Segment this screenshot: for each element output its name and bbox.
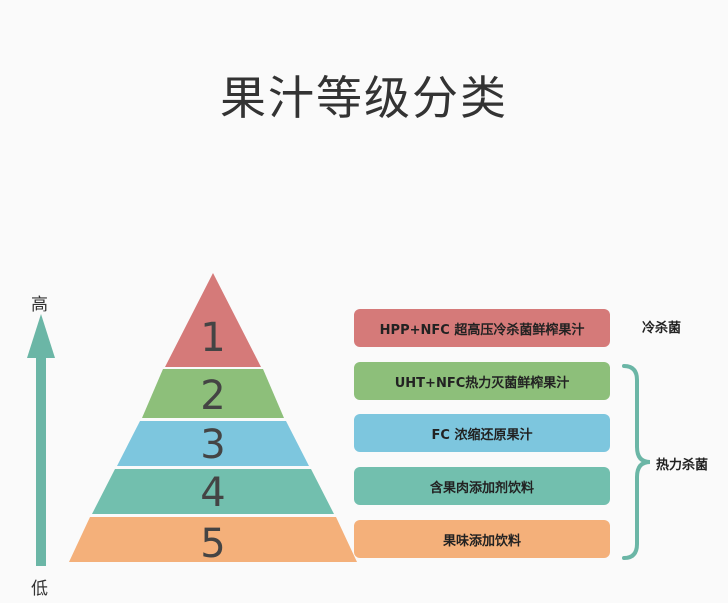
level-3-label-box: FC 浓缩还原果汁 — [354, 414, 610, 452]
pyramid-level-2 — [142, 369, 284, 418]
level-number-4: 4 — [200, 470, 225, 516]
level-2-label-box: UHT+NFC热力灭菌鲜榨果汁 — [354, 362, 610, 400]
level-5-label-box: 果味添加饮料 — [354, 520, 610, 558]
pyramid-level-1 — [165, 273, 261, 367]
axis-high-label: 高 — [31, 295, 48, 315]
pyramid-level-5 — [69, 517, 357, 562]
pyramid-level-4 — [92, 469, 334, 514]
level-4-label-box: 含果肉添加剂饮料 — [354, 467, 610, 505]
cold-sterilization-label: 冷杀菌 — [642, 321, 682, 336]
axis-low-label: 低 — [31, 579, 48, 599]
level-number-5: 5 — [200, 521, 225, 567]
level-1-label-box: HPP+NFC 超高压冷杀菌鲜榨果汁 — [354, 309, 610, 347]
level-number-3: 3 — [200, 422, 225, 468]
level-number-2: 2 — [200, 373, 225, 419]
heat-group-brace — [622, 364, 651, 560]
level-number-1: 1 — [200, 315, 225, 361]
pyramid-level-3 — [117, 421, 309, 466]
axis-arrow-head — [27, 314, 55, 358]
axis-arrow-shaft — [36, 356, 46, 566]
heat-sterilization-label: 热力杀菌 — [656, 458, 709, 473]
page-title: 果汁等级分类 — [220, 71, 508, 125]
